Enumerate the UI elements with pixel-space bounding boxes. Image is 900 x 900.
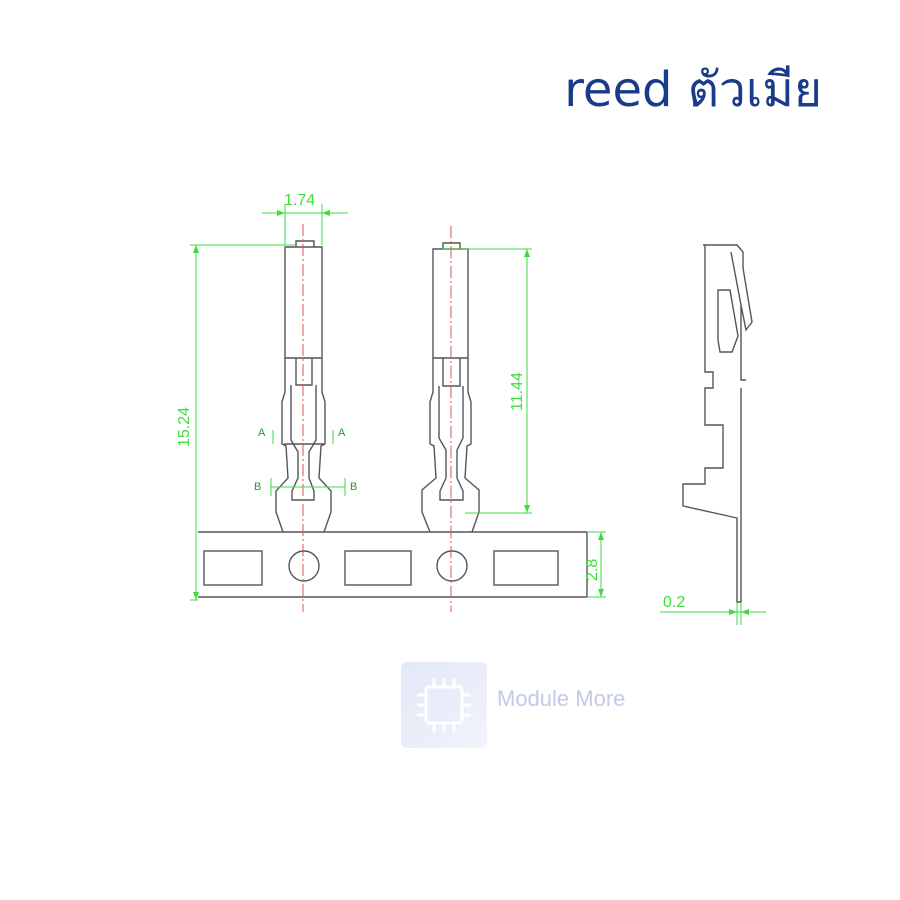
section-marker-a: A: [338, 427, 346, 439]
pilot-hole: [436, 550, 468, 582]
carrier-strip: [198, 531, 588, 598]
chip-icon: [401, 662, 487, 748]
section-marker-b: B: [350, 481, 357, 493]
strip-slot: [344, 550, 412, 586]
dim-total-height: 15.24: [176, 407, 193, 447]
dim-contact-height: 11.44: [509, 372, 526, 411]
watermark-text: Module More: [497, 686, 626, 711]
terminal-right: [421, 242, 480, 533]
pilot-hole: [288, 550, 320, 582]
section-marker-b: B: [254, 481, 261, 493]
strip-slot: [493, 550, 559, 586]
dim-thickness: 0.2: [663, 594, 685, 611]
dim-strip-height: 2.8: [584, 559, 601, 581]
side-view: [682, 244, 753, 603]
page-title: reed ตัวเมีย: [564, 62, 822, 118]
dim-pin-width: 1.74: [284, 192, 315, 209]
section-marker-a: A: [258, 427, 266, 439]
strip-slot: [203, 550, 263, 586]
